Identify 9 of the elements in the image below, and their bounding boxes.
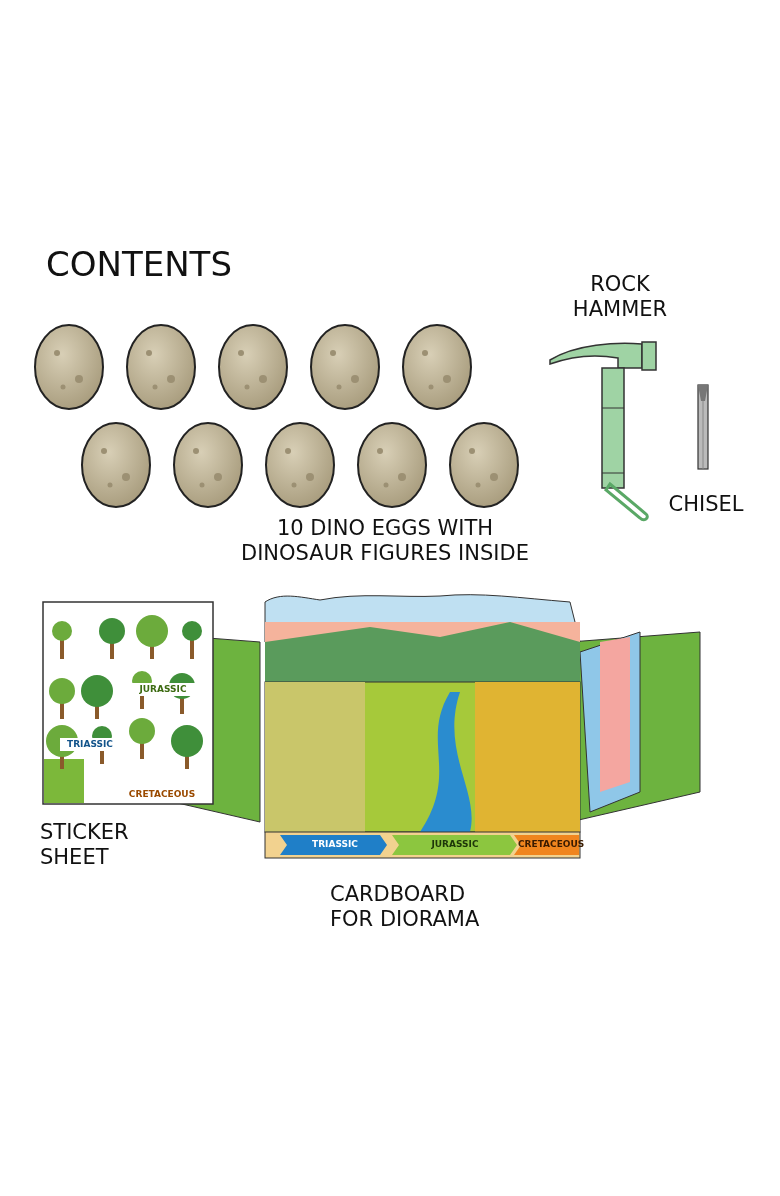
banner-label: JURASSIC <box>430 839 480 850</box>
item-caption: CARDBOARD FOR DIORAMA <box>330 882 481 933</box>
item-caption: 10 DINO EGGS WITH DINOSAUR FIGURES INSIDE <box>240 516 530 567</box>
heading: CONTENTS <box>46 244 233 285</box>
banner-label: TRIASSIC <box>311 839 359 850</box>
item-caption: ROCK HAMMER <box>571 272 669 323</box>
item-caption: CHISEL <box>667 492 745 518</box>
sticker-label: JURASSIC <box>130 683 196 696</box>
item-caption: STICKER SHEET <box>40 820 130 871</box>
